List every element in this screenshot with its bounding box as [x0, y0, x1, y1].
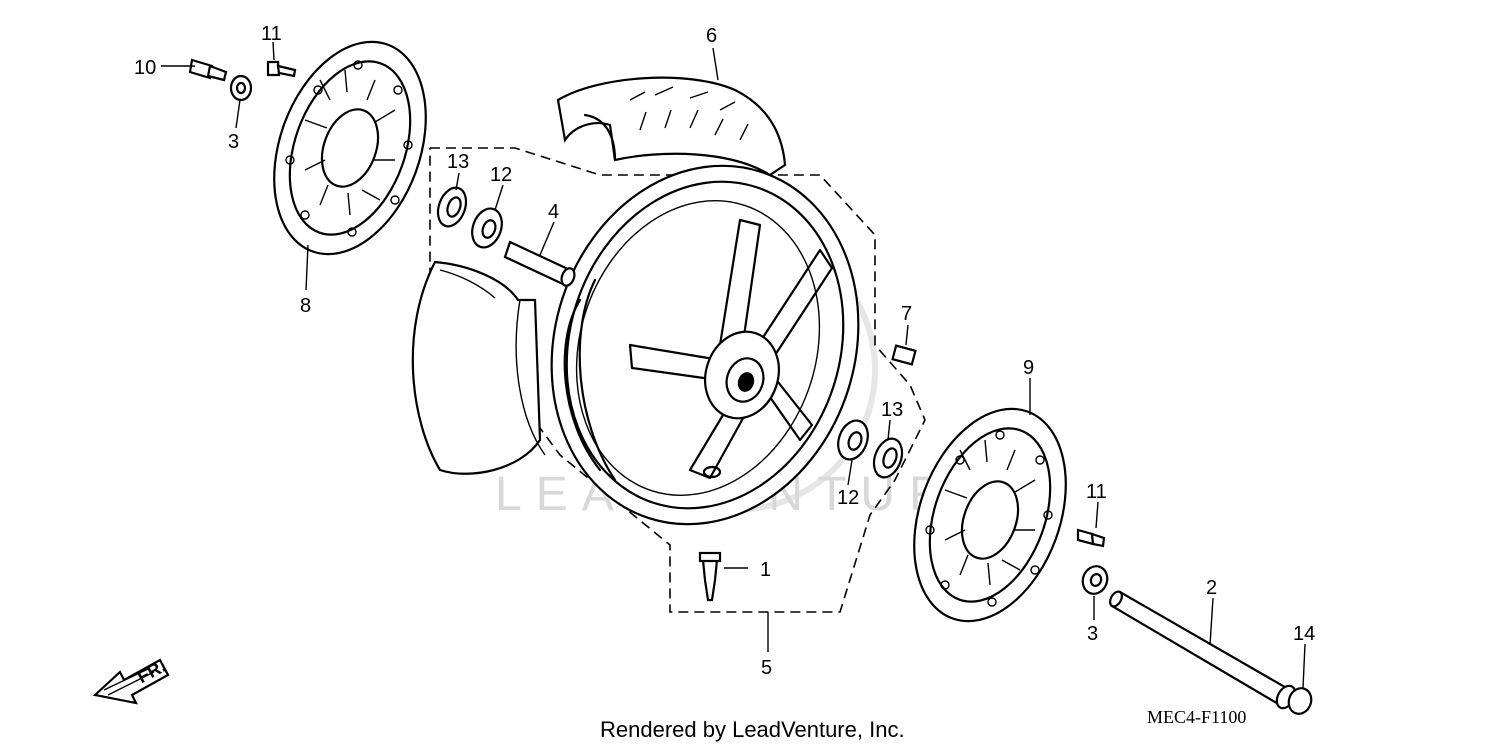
air-valve: [698, 551, 722, 602]
assembly-outline: [429, 147, 926, 613]
callout-10: 10: [134, 57, 156, 79]
tire-lower: [411, 260, 546, 475]
callout-11-right: 11: [1086, 481, 1107, 503]
diagram-code: MEC4-F1100: [1147, 707, 1246, 727]
bolt-10: [188, 58, 228, 82]
dust-seal-right: [872, 437, 904, 479]
callout-1: 1: [760, 559, 771, 581]
leader-lines: [161, 41, 1306, 689]
callout-4: 4: [548, 201, 559, 223]
bearing-left: [471, 207, 503, 249]
callout-5: 5: [761, 657, 772, 679]
callouts: 1 2 3 3 4 5 6 7 8 9 10 11 11 12 12 13 13…: [134, 23, 1315, 679]
part-7: [891, 344, 917, 366]
bolt-11-left: [266, 60, 297, 78]
distance-collar: [503, 240, 576, 287]
callout-13-left: 13: [447, 151, 469, 173]
axle: [1109, 590, 1297, 710]
callout-12-left: 12: [490, 164, 512, 186]
brake-disc-right: [913, 407, 1067, 623]
callout-3-right: 3: [1087, 623, 1098, 645]
callout-11-left: 11: [261, 23, 282, 45]
tire-upper: [556, 76, 787, 177]
collar-left: [229, 74, 253, 102]
brake-disc-left: [273, 40, 427, 256]
callout-13-right: 13: [881, 399, 903, 421]
footer-credit: Rendered by LeadVenture, Inc.: [600, 717, 905, 742]
front-direction-arrow: FR.: [92, 656, 170, 705]
axle-cap: [1287, 687, 1313, 715]
wheel-rim: [550, 164, 860, 526]
collar-right: [1081, 565, 1109, 595]
callout-2: 2: [1206, 577, 1217, 599]
callout-3-left: 3: [228, 131, 239, 153]
bolt-11-right: [1076, 528, 1106, 548]
callout-7: 7: [901, 303, 912, 325]
callout-8: 8: [300, 295, 311, 317]
bearing-right: [837, 419, 869, 461]
callout-6: 6: [706, 25, 717, 47]
callout-14: 14: [1293, 623, 1315, 645]
callout-9: 9: [1023, 357, 1034, 379]
callout-12-right: 12: [837, 487, 859, 509]
dust-seal-left: [436, 186, 468, 228]
